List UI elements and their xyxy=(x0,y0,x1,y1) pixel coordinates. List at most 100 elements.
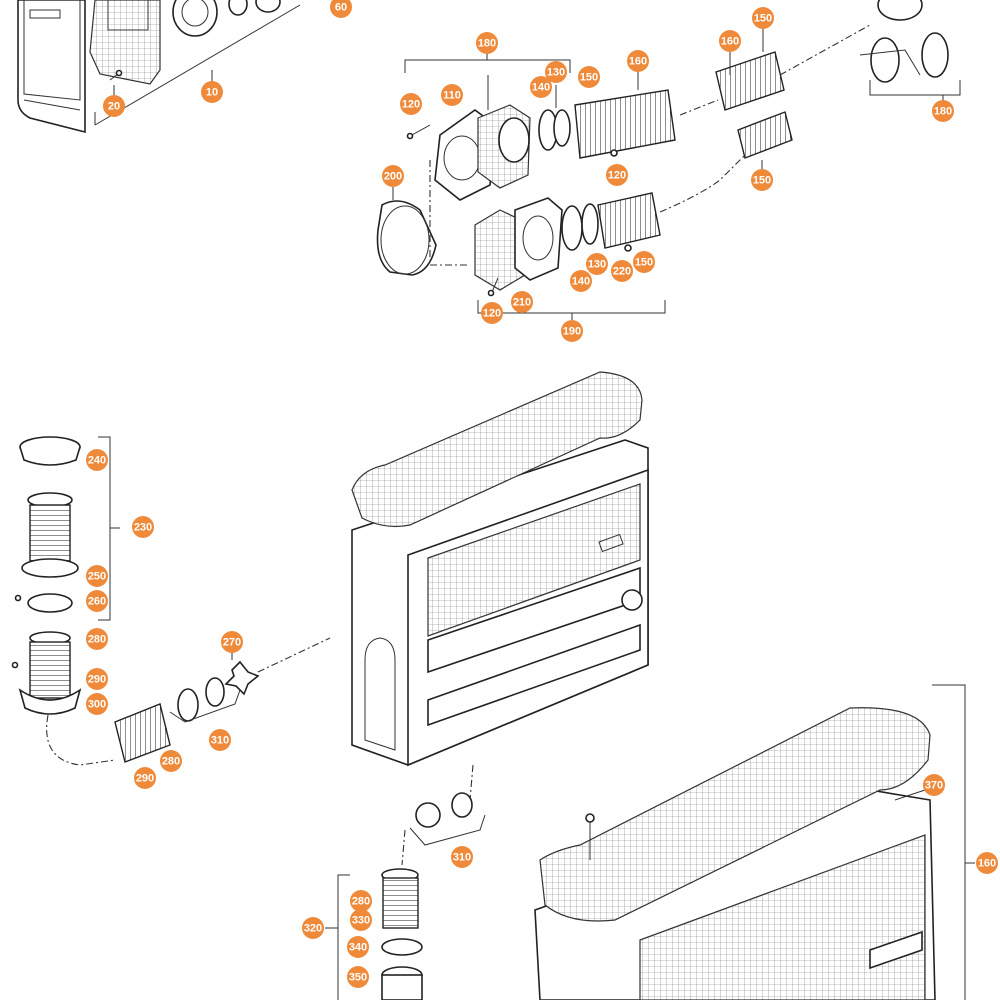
callout-number: 300 xyxy=(88,699,106,711)
callout-110: 110 xyxy=(441,84,463,106)
callout-130: 130 xyxy=(586,253,608,275)
callout-320: 320 xyxy=(302,917,324,939)
pipe-sleeve-250 xyxy=(21,492,79,578)
callout-number: 160 xyxy=(629,56,647,68)
flexible-pipe-150-160-top xyxy=(574,89,676,159)
callout-badge xyxy=(86,693,108,715)
callout-120: 120 xyxy=(481,302,503,324)
callout-340: 340 xyxy=(347,936,369,958)
heater-top-grille-bottom-right xyxy=(539,707,931,922)
callout-250: 250 xyxy=(86,565,108,587)
callout-160: 160 xyxy=(976,852,998,874)
callout-190: 190 xyxy=(561,320,583,342)
flue-plate-210 xyxy=(474,197,563,291)
callout-number: 340 xyxy=(349,942,367,954)
screw-120-mid xyxy=(610,149,618,157)
callout-number: 190 xyxy=(563,326,581,338)
heater-body-center xyxy=(351,439,649,767)
callout-180: 180 xyxy=(932,100,954,122)
callout-120: 120 xyxy=(400,93,422,115)
callout-240: 240 xyxy=(86,449,108,471)
callout-number: 200 xyxy=(384,171,402,183)
callout-number: 110 xyxy=(443,90,461,102)
heater-top-grille-center xyxy=(351,371,643,528)
callout-number: 330 xyxy=(352,915,370,927)
callout-badge xyxy=(347,936,369,958)
heater-front-panel xyxy=(17,0,86,134)
callout-badge xyxy=(103,95,125,117)
callout-badge xyxy=(347,966,369,988)
callout-badge xyxy=(350,890,372,912)
callout-badge xyxy=(923,774,945,796)
callout-310: 310 xyxy=(451,846,473,868)
callout-badge xyxy=(476,32,498,54)
callout-badge xyxy=(932,100,954,122)
callout-badge xyxy=(561,320,583,342)
callout-280: 280 xyxy=(350,890,372,912)
burner-assembly xyxy=(89,0,281,85)
callout-number: 60 xyxy=(335,2,347,14)
callout-number: 270 xyxy=(223,637,241,649)
callout-badge xyxy=(719,30,741,52)
callout-number: 150 xyxy=(754,13,772,25)
callout-number: 290 xyxy=(136,773,154,785)
callout-badge xyxy=(606,164,628,186)
clamp-310-bottom xyxy=(415,792,473,828)
callout-280: 280 xyxy=(160,750,182,772)
callout-number: 350 xyxy=(349,972,367,984)
callout-badge xyxy=(350,909,372,931)
callout-badge xyxy=(545,61,567,83)
callout-badge xyxy=(451,846,473,868)
callout-20: 20 xyxy=(103,95,125,117)
clamp-assembly-180-right xyxy=(859,0,949,83)
callout-280: 280 xyxy=(86,628,108,650)
callout-150: 150 xyxy=(751,169,773,191)
callout-badge xyxy=(611,260,633,282)
flue-plate-130-top xyxy=(477,104,531,189)
callout-260: 260 xyxy=(86,590,108,612)
callout-number: 10 xyxy=(206,87,218,99)
callout-number: 310 xyxy=(211,735,229,747)
callout-number: 290 xyxy=(88,674,106,686)
screw-120-bottom xyxy=(487,277,499,297)
callout-number: 120 xyxy=(608,170,626,182)
callout-number: 310 xyxy=(453,852,471,864)
flexible-pipe-160-right xyxy=(715,51,785,111)
callout-badge xyxy=(400,93,422,115)
callout-number: 140 xyxy=(532,82,550,94)
callout-150: 150 xyxy=(752,7,774,29)
screw-120-top xyxy=(406,124,431,140)
callout-number: 260 xyxy=(88,596,106,608)
callout-number: 140 xyxy=(572,276,590,288)
callout-badge xyxy=(160,750,182,772)
callout-number: 120 xyxy=(402,99,420,111)
callout-number: 280 xyxy=(162,756,180,768)
callout-badge xyxy=(132,516,154,538)
callout-180: 180 xyxy=(476,32,498,54)
group-bracket-190 xyxy=(477,300,666,320)
callout-270: 270 xyxy=(221,631,243,653)
screw-220 xyxy=(624,244,632,252)
callout-350: 350 xyxy=(347,966,369,988)
clamp-310-left xyxy=(177,677,225,722)
callout-140: 140 xyxy=(570,270,592,292)
callout-number: 160 xyxy=(978,858,996,870)
callout-330: 330 xyxy=(350,909,372,931)
callout-badge xyxy=(86,668,108,690)
seal-ring-140-bottom xyxy=(561,205,583,251)
callout-number: 130 xyxy=(547,67,565,79)
callout-badge xyxy=(302,917,324,939)
callout-badge xyxy=(201,81,223,103)
callout-badge xyxy=(330,0,352,18)
adapter-350 xyxy=(381,966,423,1000)
callout-120: 120 xyxy=(606,164,628,186)
callout-220: 220 xyxy=(611,260,633,282)
callout-badge xyxy=(570,270,592,292)
group-bracket-160 xyxy=(932,684,975,1000)
callout-370: 370 xyxy=(923,774,945,796)
knob-270 xyxy=(224,660,260,696)
callout-130: 130 xyxy=(545,61,567,83)
pipe-sleeve-280-290 xyxy=(18,631,82,715)
